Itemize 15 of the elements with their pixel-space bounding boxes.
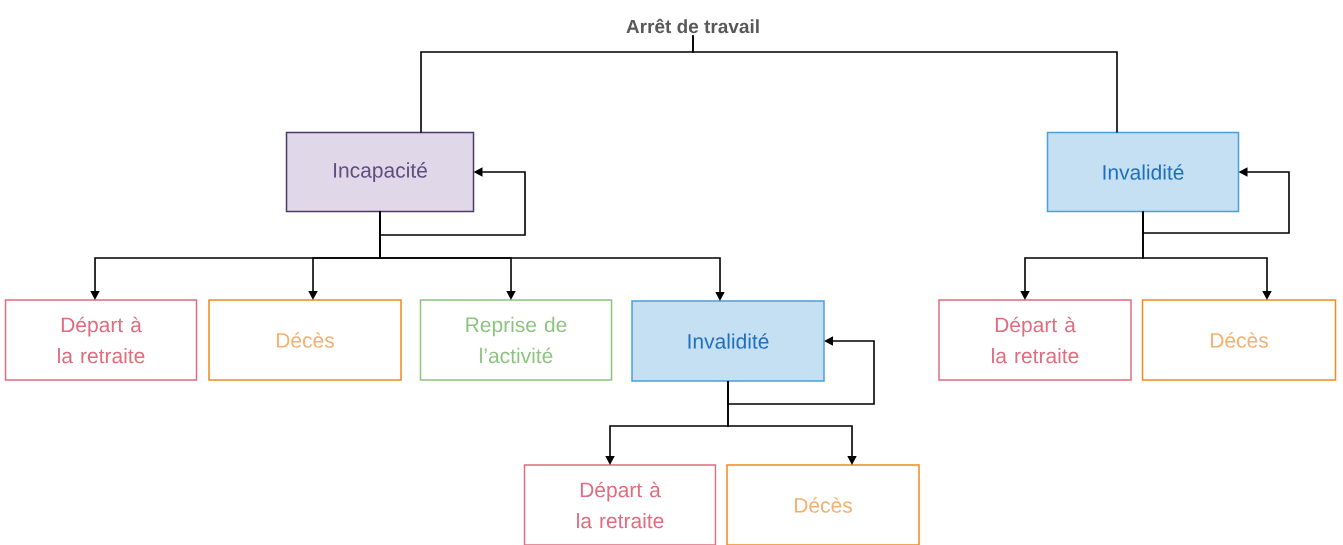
outcome-box: Reprise de l’activité (419, 299, 613, 381)
outcome-box: Départ à la retraite (938, 299, 1132, 381)
connector-line (692, 34, 1118, 134)
process-box: Invalidité (1046, 131, 1240, 213)
outcome-box: Décès (1141, 299, 1337, 381)
process-box: Invalidité (631, 300, 825, 382)
process-box: Incapacité (285, 131, 475, 213)
title-text: Arrêt de travail (626, 18, 759, 34)
outcome-box: Décès (208, 299, 402, 381)
outcome-box: Décès (726, 464, 920, 545)
loop-arrow (727, 336, 875, 405)
outcome-box: Départ à la retraite (4, 299, 198, 381)
loop-arrow (379, 167, 526, 236)
outcome-box: Départ à la retraite (523, 464, 717, 545)
loop-arrow (1142, 167, 1290, 234)
